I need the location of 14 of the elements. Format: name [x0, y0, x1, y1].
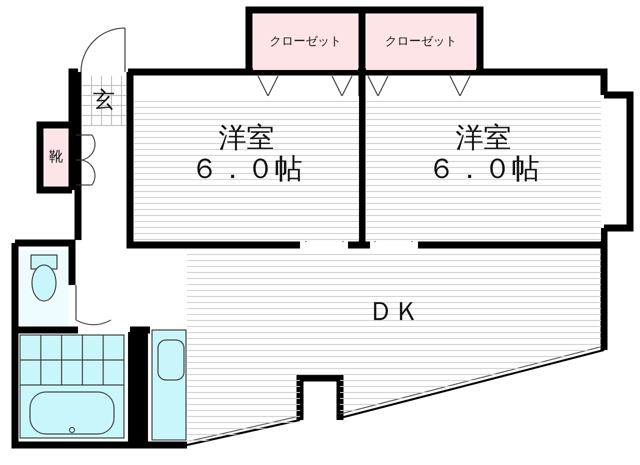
entrance-area: [82, 76, 126, 126]
room-label: 洋室: [454, 122, 512, 154]
closet-area: [253, 14, 358, 70]
room-label: 靴: [49, 150, 63, 166]
closet-area: [366, 14, 476, 70]
room-label: ６．０帖: [428, 154, 540, 184]
room-label: クローゼット: [385, 35, 457, 49]
room-floor: [134, 96, 359, 241]
room-label: 玄: [93, 88, 115, 114]
room-label: 洋室: [218, 122, 276, 154]
shoe-cabinet: [44, 129, 68, 186]
room-label: クローゼット: [270, 35, 342, 49]
room-label: ＤＫ: [368, 298, 420, 326]
room-label: ６．０帖: [190, 154, 302, 184]
